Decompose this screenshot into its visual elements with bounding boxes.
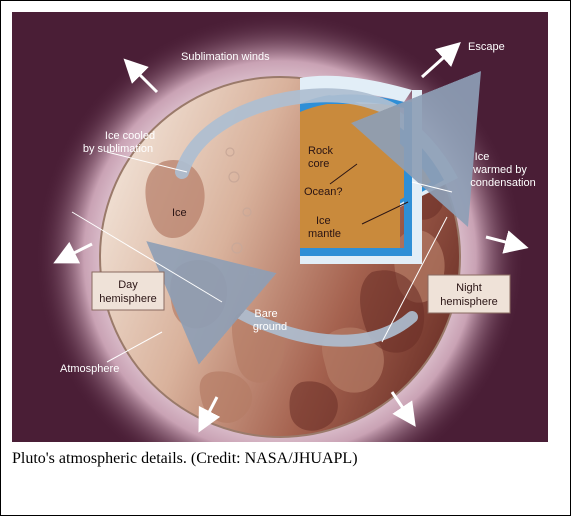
day-hemisphere-label-line2: hemisphere	[99, 293, 156, 305]
bare-ground-label-line1: Bare	[254, 308, 277, 320]
ice-cooled-label-line1: Ice cooled	[105, 130, 155, 142]
day-hemisphere-label-line1: Day	[118, 279, 138, 291]
bare-ground-label-line2: ground	[253, 321, 287, 333]
figure-caption: Pluto's atmospheric details. (Credit: NA…	[12, 450, 358, 468]
ice-warmed-label-line1: Ice	[475, 151, 490, 163]
ice-label: Ice	[172, 207, 187, 219]
night-hemisphere-label-line1: Night	[456, 282, 482, 294]
atmosphere-label: Atmosphere	[60, 363, 119, 375]
sublimation-winds-label: Sublimation winds	[181, 51, 270, 63]
ocean-label: Ocean?	[304, 186, 343, 198]
rock-core-label-line2: core	[308, 158, 329, 170]
pluto-atmosphere-diagram: Sublimation winds Escape Ice cooled by s…	[12, 12, 548, 442]
ice-cooled-label-line2: by sublimation	[83, 143, 153, 155]
escape-label: Escape	[468, 41, 505, 53]
ice-mantle-label-line2: mantle	[308, 228, 341, 240]
ice-warmed-label-line3: condensation	[470, 177, 535, 189]
ice-warmed-label-line2: warmed by	[472, 164, 527, 176]
night-hemisphere-label-line2: hemisphere	[440, 296, 497, 308]
rock-core-label-line1: Rock	[308, 145, 334, 157]
ice-mantle-label-line1: Ice	[316, 215, 331, 227]
